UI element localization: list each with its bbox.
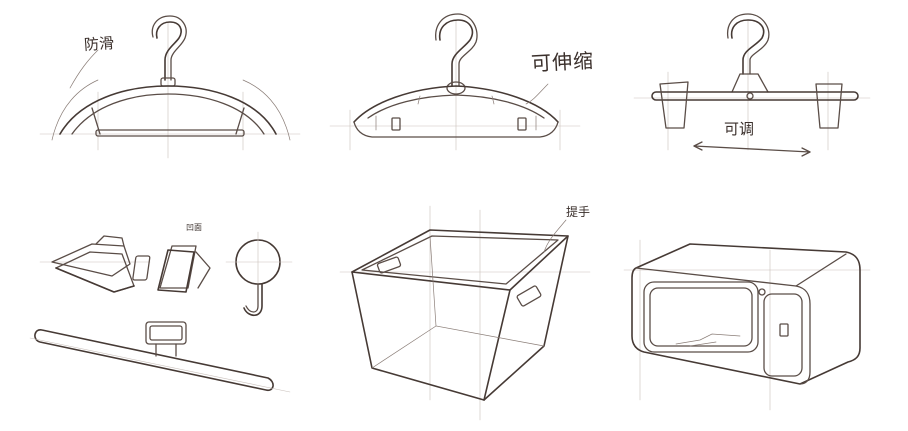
hanger-anti-slip-sketch xyxy=(39,15,301,159)
basket-sketch xyxy=(339,205,591,421)
label-concave: 凹面 xyxy=(186,223,202,232)
accessories-sketch xyxy=(29,231,293,393)
hanger-stretchable-sketch xyxy=(329,13,581,151)
label-stretchable: 可伸缩 xyxy=(530,48,595,76)
label-adjustable: 可调 xyxy=(724,120,755,138)
label-handle: 提手 xyxy=(566,205,591,219)
label-anti-slip: 防滑 xyxy=(83,33,115,55)
hanger-adjustable-sketch xyxy=(633,13,871,157)
storage-box-sketch xyxy=(623,239,871,411)
